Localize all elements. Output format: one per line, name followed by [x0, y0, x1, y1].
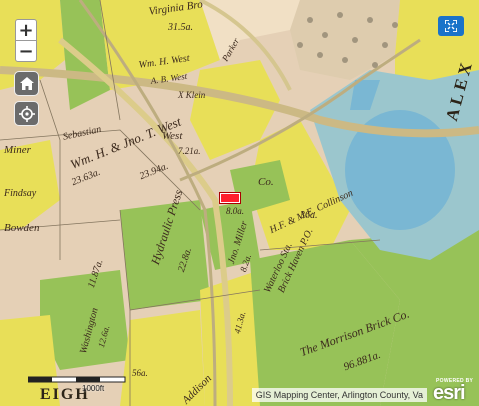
- label-bowden: Bowden: [4, 222, 40, 234]
- scale-bar: 1000ft: [27, 374, 126, 396]
- rail-spur: [179, 38, 421, 182]
- attribution-text: GIS Mapping Center, Arlington County, Va: [251, 388, 427, 402]
- parcel-yellow-collinson: [250, 120, 350, 250]
- fullscreen-button[interactable]: [438, 16, 464, 36]
- home-icon: [19, 77, 34, 90]
- zoom-in-button[interactable]: +: [15, 19, 37, 41]
- road-north-south: [58, 37, 233, 406]
- parcel-green-hydraulic: [120, 200, 210, 310]
- scale-bar-label: 1000ft: [82, 384, 105, 393]
- lake: [345, 110, 455, 230]
- parcel-green-co: [230, 160, 290, 215]
- locate-button[interactable]: [14, 101, 39, 126]
- parcel-yellow-north: [100, 0, 220, 90]
- location-marker[interactable]: [220, 193, 240, 203]
- parcel-green-washington: [40, 270, 130, 370]
- zoom-out-button[interactable]: −: [15, 40, 37, 62]
- label-west: West: [162, 130, 183, 142]
- parcel-lines: [0, 0, 381, 406]
- fullscreen-icon: [445, 20, 457, 32]
- parcel-yellow-sw: [0, 315, 60, 406]
- label-acres-36: 36a.: [300, 210, 318, 221]
- label-miner: Miner: [4, 144, 31, 156]
- road-northeast: [199, 0, 292, 91]
- esri-logo[interactable]: POWERED BY esri: [432, 378, 474, 404]
- woods-pattern: [297, 12, 398, 68]
- inlet: [350, 80, 380, 110]
- parcel-green-north: [60, 0, 110, 110]
- locate-icon: [18, 105, 35, 122]
- parcel-green-se: [350, 230, 479, 406]
- parcel-yellow-south: [200, 270, 270, 406]
- parcel-yellow-west: [0, 140, 60, 230]
- label-findsay: Findsay: [4, 188, 37, 199]
- parcel-yellow-center-n: [190, 60, 280, 160]
- parcel-yellow-addison: [120, 310, 205, 406]
- esri-powered-by: POWERED BY: [436, 378, 474, 384]
- label-co: Co.: [258, 176, 274, 188]
- esri-wordmark: esri: [433, 382, 466, 404]
- label-acres-80: 8.0a.: [226, 206, 244, 216]
- rail-line: [78, 0, 217, 406]
- label-acres-56: 56a.: [132, 368, 148, 378]
- label-acres-721: 7.21a.: [178, 146, 201, 156]
- parcel-green-morrison: [250, 240, 400, 406]
- parcel-tan-west: [0, 225, 50, 310]
- home-button[interactable]: [14, 71, 39, 96]
- label-x-klein: X Klein: [178, 90, 206, 100]
- label-gleigh: EIGH: [40, 386, 90, 403]
- label-virginia-acres: 31.5a.: [168, 22, 193, 33]
